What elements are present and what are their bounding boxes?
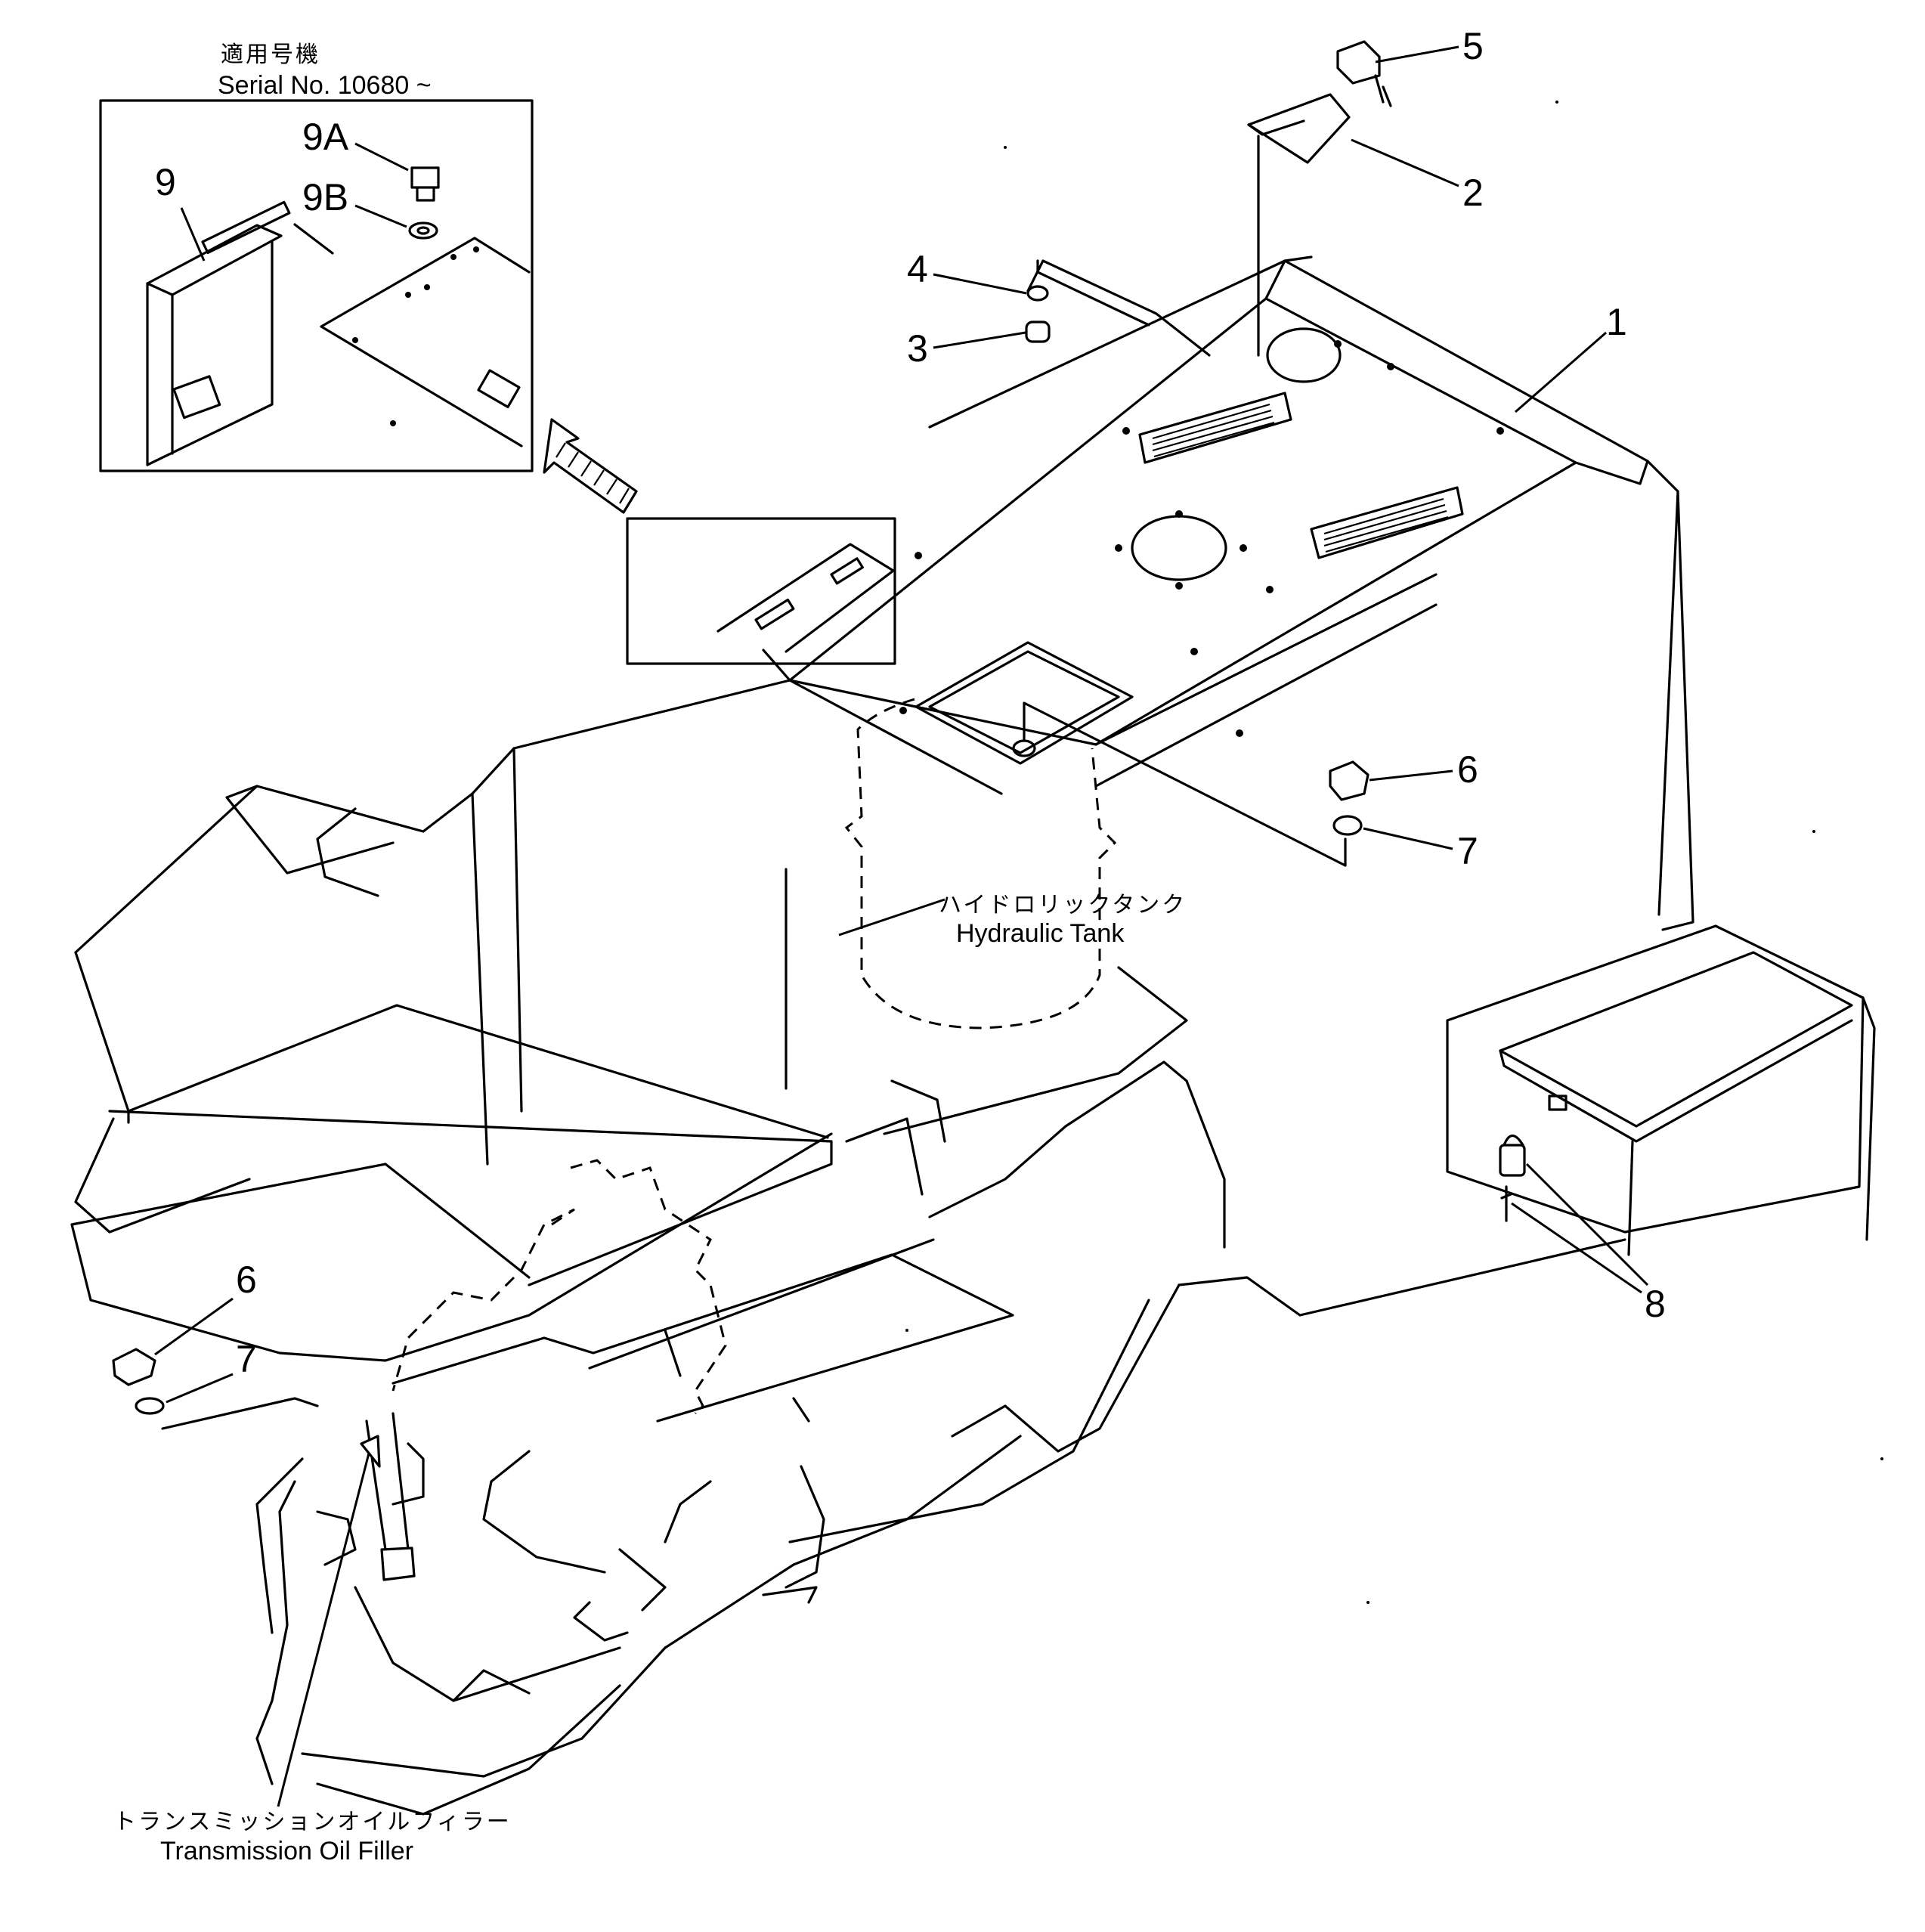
inset-caption-serial: Serial No. 10680 ~ xyxy=(218,71,432,100)
callout-9b: 9B xyxy=(302,176,348,218)
louver-lower xyxy=(1310,486,1464,559)
part-2-cover xyxy=(1247,93,1351,357)
callout-6-right: 6 xyxy=(1457,748,1478,791)
inset-bolt-9a xyxy=(410,166,440,202)
callout-7-left: 7 xyxy=(236,1338,257,1380)
hydraulic-tank-label-jp: ハイドロリックタンク xyxy=(939,893,1187,918)
round-opening-top xyxy=(1266,327,1342,383)
inset-washer-9b xyxy=(408,221,438,240)
part-4-washer xyxy=(1026,285,1049,302)
callout-9: 9 xyxy=(155,161,176,203)
detail-rectangle xyxy=(626,517,896,665)
callout-6-left: 6 xyxy=(236,1259,257,1301)
transmission-label-jp: トランスミッションオイルフィラー xyxy=(113,1810,512,1834)
part-7-gasket-left xyxy=(135,1397,165,1415)
callouts: 5 2 4 3 1 6 7 8 6 7 xyxy=(154,25,1666,1404)
callout-7-right: 7 xyxy=(1457,830,1478,872)
inset-frame xyxy=(99,99,534,472)
access-hatch xyxy=(915,641,1347,867)
hydraulic-tank-label: ハイドロリックタンク Hydraulic Tank xyxy=(838,893,1187,948)
inset-caption-jp: 適用号機 xyxy=(221,42,320,67)
part-7-gasket-right xyxy=(1332,815,1363,836)
part-3-nut xyxy=(1025,320,1051,343)
callout-9a: 9A xyxy=(302,116,349,158)
callout-2: 2 xyxy=(1462,172,1484,214)
hydraulic-tank-label-en: Hydraulic Tank xyxy=(956,919,1125,948)
hydraulic-tank-outline xyxy=(844,698,1117,1029)
part-8-padlock xyxy=(1499,1134,1526,1222)
part-6-cap-right xyxy=(1329,760,1369,801)
callout-1: 1 xyxy=(1606,301,1627,343)
part-5-lock xyxy=(1336,40,1392,107)
inset-floor-plate xyxy=(293,223,531,447)
view-direction-arrow xyxy=(543,418,638,514)
louver-upper xyxy=(1138,392,1292,464)
machine-frame xyxy=(70,255,1876,1816)
left-step-box xyxy=(74,785,833,1286)
transmission-label: トランスミッションオイルフィラー Transmission Oil Filler xyxy=(113,1435,512,1865)
part-6-cap-left xyxy=(112,1348,156,1386)
inset-cover-9 xyxy=(146,200,291,466)
callout-8: 8 xyxy=(1645,1283,1666,1325)
round-opening-center xyxy=(1131,515,1227,581)
undercarriage xyxy=(255,1079,1626,1816)
plate-bolts xyxy=(899,340,1504,737)
inset-detail: 適用号機 Serial No. 10680 ~ 9A xyxy=(99,42,534,472)
callout-4: 4 xyxy=(907,248,928,290)
right-step-box xyxy=(1446,924,1876,1256)
transmission-label-en: Transmission Oil Filler xyxy=(160,1837,413,1865)
callout-5: 5 xyxy=(1462,25,1484,67)
scan-speckles xyxy=(905,101,1883,1604)
center-platform xyxy=(70,1060,1188,1423)
callout-3: 3 xyxy=(907,327,928,370)
transmission-outline xyxy=(391,1159,727,1415)
